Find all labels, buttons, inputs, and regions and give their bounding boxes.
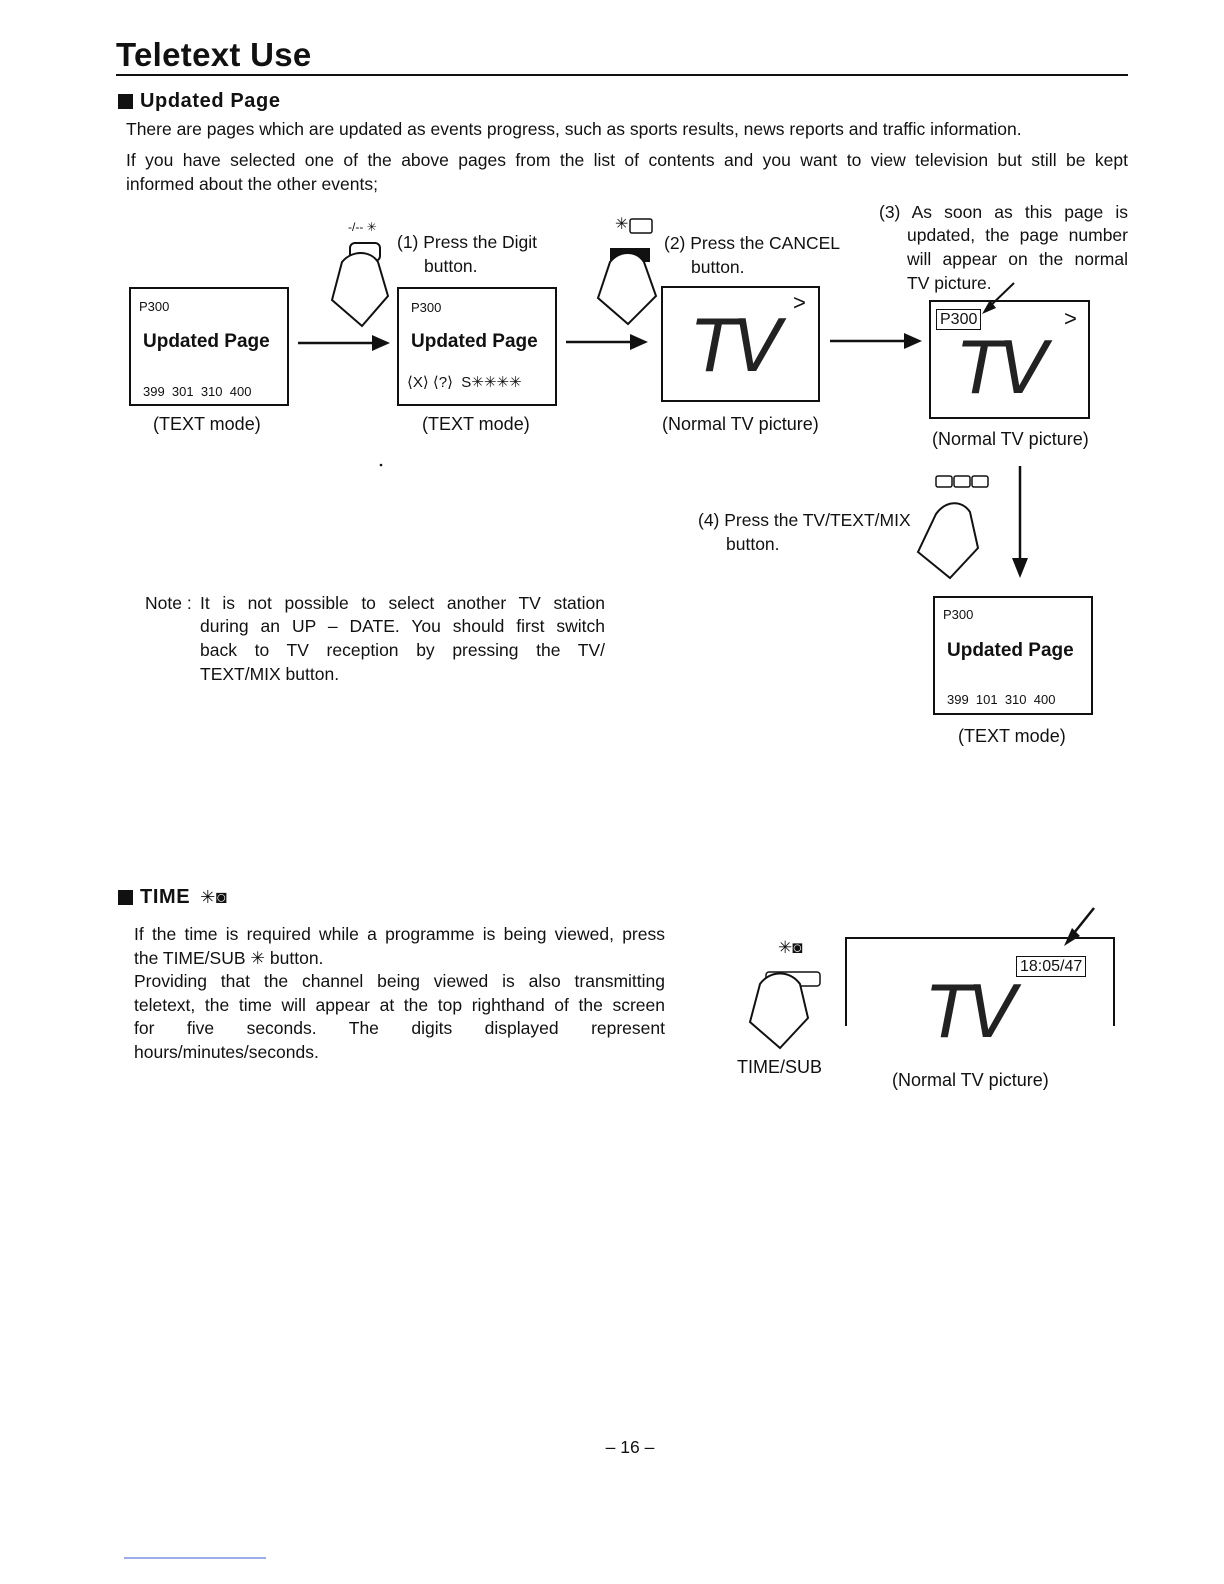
tv-text-mix-buttons-icon bbox=[935, 475, 989, 488]
step1-line2: button. bbox=[424, 256, 478, 276]
step3-line4: TV picture. bbox=[907, 273, 992, 293]
time-caption: (Normal TV picture) bbox=[892, 1070, 1049, 1090]
step4-line1: (4) Press the TV/TEXT/MIX bbox=[698, 510, 911, 530]
screen-arrow: > bbox=[1064, 306, 1077, 331]
cancel-button-label: ✳ bbox=[615, 216, 629, 233]
hand-pressing-time-sub-icon bbox=[748, 972, 810, 1050]
bullet-square-icon bbox=[118, 890, 133, 905]
text-mode-screen-3: P300 Updated Page 399 101 310 400 bbox=[933, 596, 1093, 715]
screen-title: Updated Page bbox=[947, 640, 1074, 661]
note-line2: during an UP – DATE. You should first sw… bbox=[200, 616, 605, 636]
screen-page-list: 399 101 310 400 bbox=[947, 692, 1056, 707]
tv-logo: TV bbox=[693, 304, 782, 388]
updated-page-heading: Updated Page bbox=[118, 90, 281, 113]
arrow-right-3 bbox=[830, 333, 922, 349]
step4-line2: button. bbox=[726, 534, 780, 554]
time-line1: If the time is required while a programm… bbox=[134, 924, 665, 944]
tv-logo: TV bbox=[959, 326, 1048, 410]
digit-button-label: -/-- ✳ bbox=[348, 220, 377, 234]
time-tv-screen-frame bbox=[845, 937, 1115, 1026]
screen-page-number: P300 bbox=[943, 607, 974, 622]
pointer-arrow-clock bbox=[1064, 907, 1095, 946]
time-sub-icon: ✳◙ bbox=[200, 887, 228, 907]
text-mode-screen-1: P300 Updated Page 399 301 310 400 bbox=[129, 287, 289, 406]
caption-text-mode-1: (TEXT mode) bbox=[153, 414, 261, 434]
note-line1: It is not possible to select another TV … bbox=[200, 593, 605, 613]
hand-pressing-tv-text-mix-icon bbox=[916, 502, 980, 580]
stray-mark bbox=[379, 463, 383, 467]
step3-line2: updated, the page number bbox=[907, 225, 1128, 245]
step1-line1: (1) Press the Digit bbox=[397, 232, 538, 252]
normal-tv-screen-1: > TV bbox=[661, 286, 820, 402]
step3-line1: (3) As soon as this page is bbox=[879, 202, 1128, 222]
bullet-square-icon bbox=[118, 94, 133, 109]
hand-pressing-cancel-icon bbox=[596, 218, 658, 326]
page-title: Teletext Use bbox=[116, 36, 312, 73]
time-heading: TIME ✳◙ bbox=[118, 886, 227, 909]
step3-line3: will appear on the normal bbox=[907, 249, 1128, 269]
updated-para-1: There are pages which are updated as eve… bbox=[126, 119, 1022, 139]
text-mode-screen-2: P300 Updated Page ⟨X⟩ ⟨?⟩ S✳✳✳✳ bbox=[397, 287, 557, 406]
screen-page-number: P300 bbox=[139, 299, 170, 314]
step2-line1: (2) Press the CANCEL bbox=[664, 233, 841, 253]
note-line3: back to TV reception by pressing the TV/ bbox=[200, 640, 605, 660]
arrow-right-2 bbox=[566, 334, 648, 350]
step2-line2: button. bbox=[691, 257, 745, 277]
time-heading-text: TIME bbox=[140, 886, 191, 908]
time-sub-key-icon: ✳◙ bbox=[778, 938, 803, 957]
time-line4: teletext, the time will appear at the to… bbox=[134, 995, 665, 1015]
page-number: – 16 – bbox=[605, 1437, 655, 1457]
time-line6: hours/minutes/seconds. bbox=[134, 1042, 319, 1062]
arrow-down bbox=[1012, 466, 1028, 578]
tv-logo: TV bbox=[928, 970, 1017, 1054]
title-rule bbox=[116, 74, 1128, 76]
screen-page-list: 399 301 310 400 bbox=[143, 384, 252, 399]
caption-normal-tv-1: (Normal TV picture) bbox=[662, 414, 819, 434]
screen-hold-reveal-row: ⟨X⟩ ⟨?⟩ S✳✳✳✳ bbox=[407, 374, 522, 391]
time-line2: the TIME/SUB ✳ button. bbox=[134, 948, 324, 968]
screen-page-number-badge: P300 bbox=[936, 309, 982, 330]
screen-page-number: P300 bbox=[411, 300, 442, 315]
updated-page-heading-text: Updated Page bbox=[140, 90, 281, 112]
arrow-right-1 bbox=[298, 335, 390, 351]
caption-text-mode-2: (TEXT mode) bbox=[422, 414, 530, 434]
caption-text-mode-3: (TEXT mode) bbox=[958, 726, 1066, 746]
normal-tv-screen-2: P300 > TV bbox=[929, 300, 1090, 419]
time-line5: for five seconds. The digits displayed r… bbox=[134, 1018, 665, 1038]
note-line4: TEXT/MIX button. bbox=[200, 664, 340, 684]
updated-para-2-line2: informed about the other events; bbox=[126, 174, 378, 194]
pointer-arrow-page-number bbox=[982, 282, 1015, 314]
screen-arrow: > bbox=[793, 290, 806, 315]
caption-normal-tv-2: (Normal TV picture) bbox=[932, 429, 1089, 449]
updated-para-2-line1: If you have selected one of the above pa… bbox=[126, 150, 1128, 170]
screen-title: Updated Page bbox=[143, 331, 270, 352]
screen-title: Updated Page bbox=[411, 331, 538, 352]
clock-readout: 18:05/47 bbox=[1016, 956, 1087, 977]
hand-pressing-digit-icon bbox=[330, 242, 390, 328]
time-sub-label: TIME/SUB bbox=[737, 1057, 823, 1077]
note-prefix: Note : bbox=[145, 593, 192, 613]
time-line3: Providing that the channel being viewed … bbox=[134, 971, 665, 991]
